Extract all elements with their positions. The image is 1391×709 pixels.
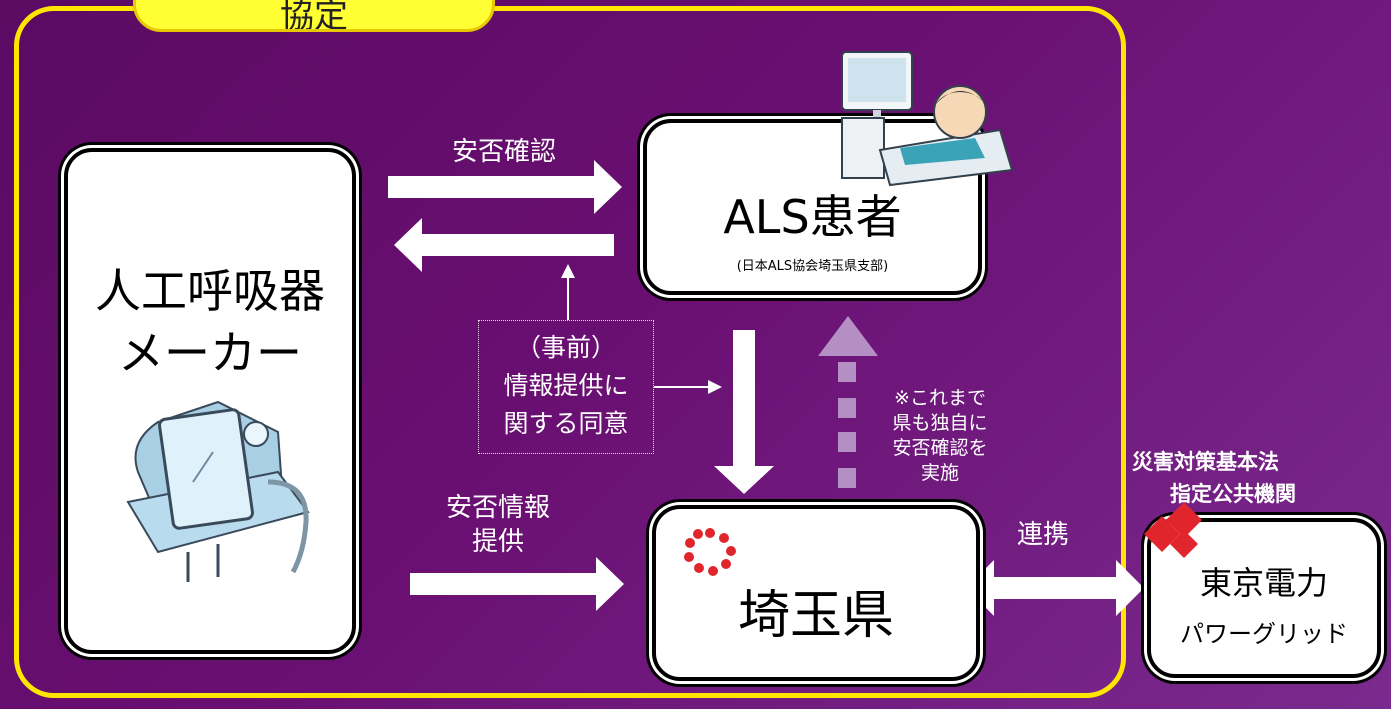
- consent-line3: 関する同意: [503, 409, 629, 438]
- consent-right-arrow: [654, 380, 722, 394]
- consent-up-arrow: [561, 264, 575, 320]
- note-line1: ※これまで: [894, 387, 986, 409]
- label-safety-info-line2: 提供: [471, 527, 524, 557]
- arrow-return: [394, 218, 614, 272]
- ventilator-illustration: [126, 400, 310, 582]
- prior-check-note: ※これまで 県も独自に 安否確認を 実施: [880, 386, 1000, 486]
- label-safety-info: 安否情報 提供: [418, 491, 578, 559]
- als-title: ALS患者: [723, 190, 902, 244]
- arrow-down-to-saitama: [714, 330, 774, 494]
- note-line3: 安否確認を: [892, 437, 988, 459]
- als-patient-box: ALS患者 (日本ALS協会埼玉県支部): [643, 119, 982, 295]
- als-subtitle: (日本ALS協会埼玉県支部): [736, 259, 889, 274]
- ventilator-maker-box: 人工呼吸器 メーカー: [64, 148, 356, 654]
- disaster-law-label: 災害対策基本法 指定公共機関: [1132, 446, 1362, 510]
- tepco-box: 東京電力 パワーグリッド: [1147, 518, 1381, 678]
- disaster-law-line2: 指定公共機関: [1170, 482, 1296, 506]
- saitama-box: 埼玉県: [652, 505, 980, 681]
- maker-title-line1: 人工呼吸器: [95, 264, 325, 318]
- label-safety-info-line1: 安否情報: [445, 493, 550, 523]
- consent-box: （事前） 情報提供に 関する同意: [478, 320, 654, 454]
- tepco-subtitle: パワーグリッド: [1180, 620, 1348, 648]
- maker-title-line2: メーカー: [118, 326, 302, 380]
- tepco-title: 東京電力: [1199, 564, 1328, 602]
- note-line4: 実施: [920, 462, 959, 484]
- arrow-safety-check: [388, 160, 622, 214]
- label-cooperation: 連携: [1016, 520, 1069, 550]
- arrow-cooperation: [966, 560, 1144, 616]
- agreement-frame: [14, 6, 1126, 698]
- saitama-title: 埼玉県: [737, 586, 894, 646]
- disaster-law-line1: 災害対策基本法: [1132, 450, 1279, 474]
- arrow-dashed-up: [818, 316, 878, 488]
- saitama-emblem-icon: [684, 528, 736, 576]
- arrow-safety-info: [410, 557, 624, 611]
- maker-title: 人工呼吸器 メーカー: [68, 260, 352, 384]
- consent-line1: （事前）: [515, 333, 616, 362]
- consent-line2: 情報提供に: [503, 371, 629, 400]
- label-safety-check: 安否確認: [451, 137, 556, 167]
- note-line2: 県も独自に: [892, 412, 988, 434]
